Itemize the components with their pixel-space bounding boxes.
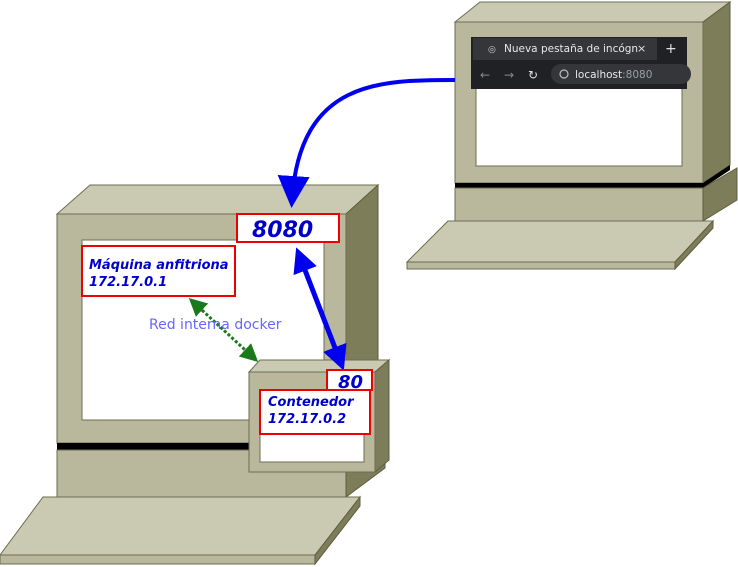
address-bar[interactable] [551, 64, 691, 84]
reload-icon[interactable]: ↻ [528, 68, 538, 82]
close-tab-icon[interactable]: × [637, 42, 646, 55]
container-port-label: 80 [326, 369, 373, 393]
forward-icon[interactable]: → [504, 68, 514, 82]
browser-tab[interactable] [473, 38, 657, 60]
host-machine-label: Máquina anfitriona 172.17.0.1 [81, 245, 236, 297]
tab-title: Nueva pestaña de incógn [504, 43, 638, 55]
back-icon[interactable]: ← [480, 68, 490, 82]
container-label: Contenedor 172.17.0.2 [259, 389, 371, 435]
host-port-text: 8080 [252, 218, 313, 243]
url-host: localhost [575, 69, 622, 81]
url-text: localhost:8080 [575, 69, 652, 81]
browser-to-host-arrow [277, 78, 456, 208]
port-mapping-arrow [293, 247, 347, 371]
host-machine-ip: 172.17.0.1 [89, 275, 167, 290]
network-label: Red interna docker [149, 317, 282, 333]
url-port: :8080 [622, 69, 652, 81]
host-machine-title: Máquina anfitriona [89, 258, 229, 273]
new-tab-icon[interactable]: + [665, 41, 677, 57]
browser-window: ◎ Nueva pestaña de incógn × + ← → ↻ loca… [471, 37, 691, 89]
incognito-icon: ◎ [488, 45, 496, 55]
container-title: Contenedor [268, 395, 355, 410]
site-info-icon[interactable] [559, 69, 569, 79]
container-ip: 172.17.0.2 [268, 412, 346, 427]
host-port-label: 8080 [236, 213, 340, 243]
container-port-text: 80 [338, 372, 363, 393]
